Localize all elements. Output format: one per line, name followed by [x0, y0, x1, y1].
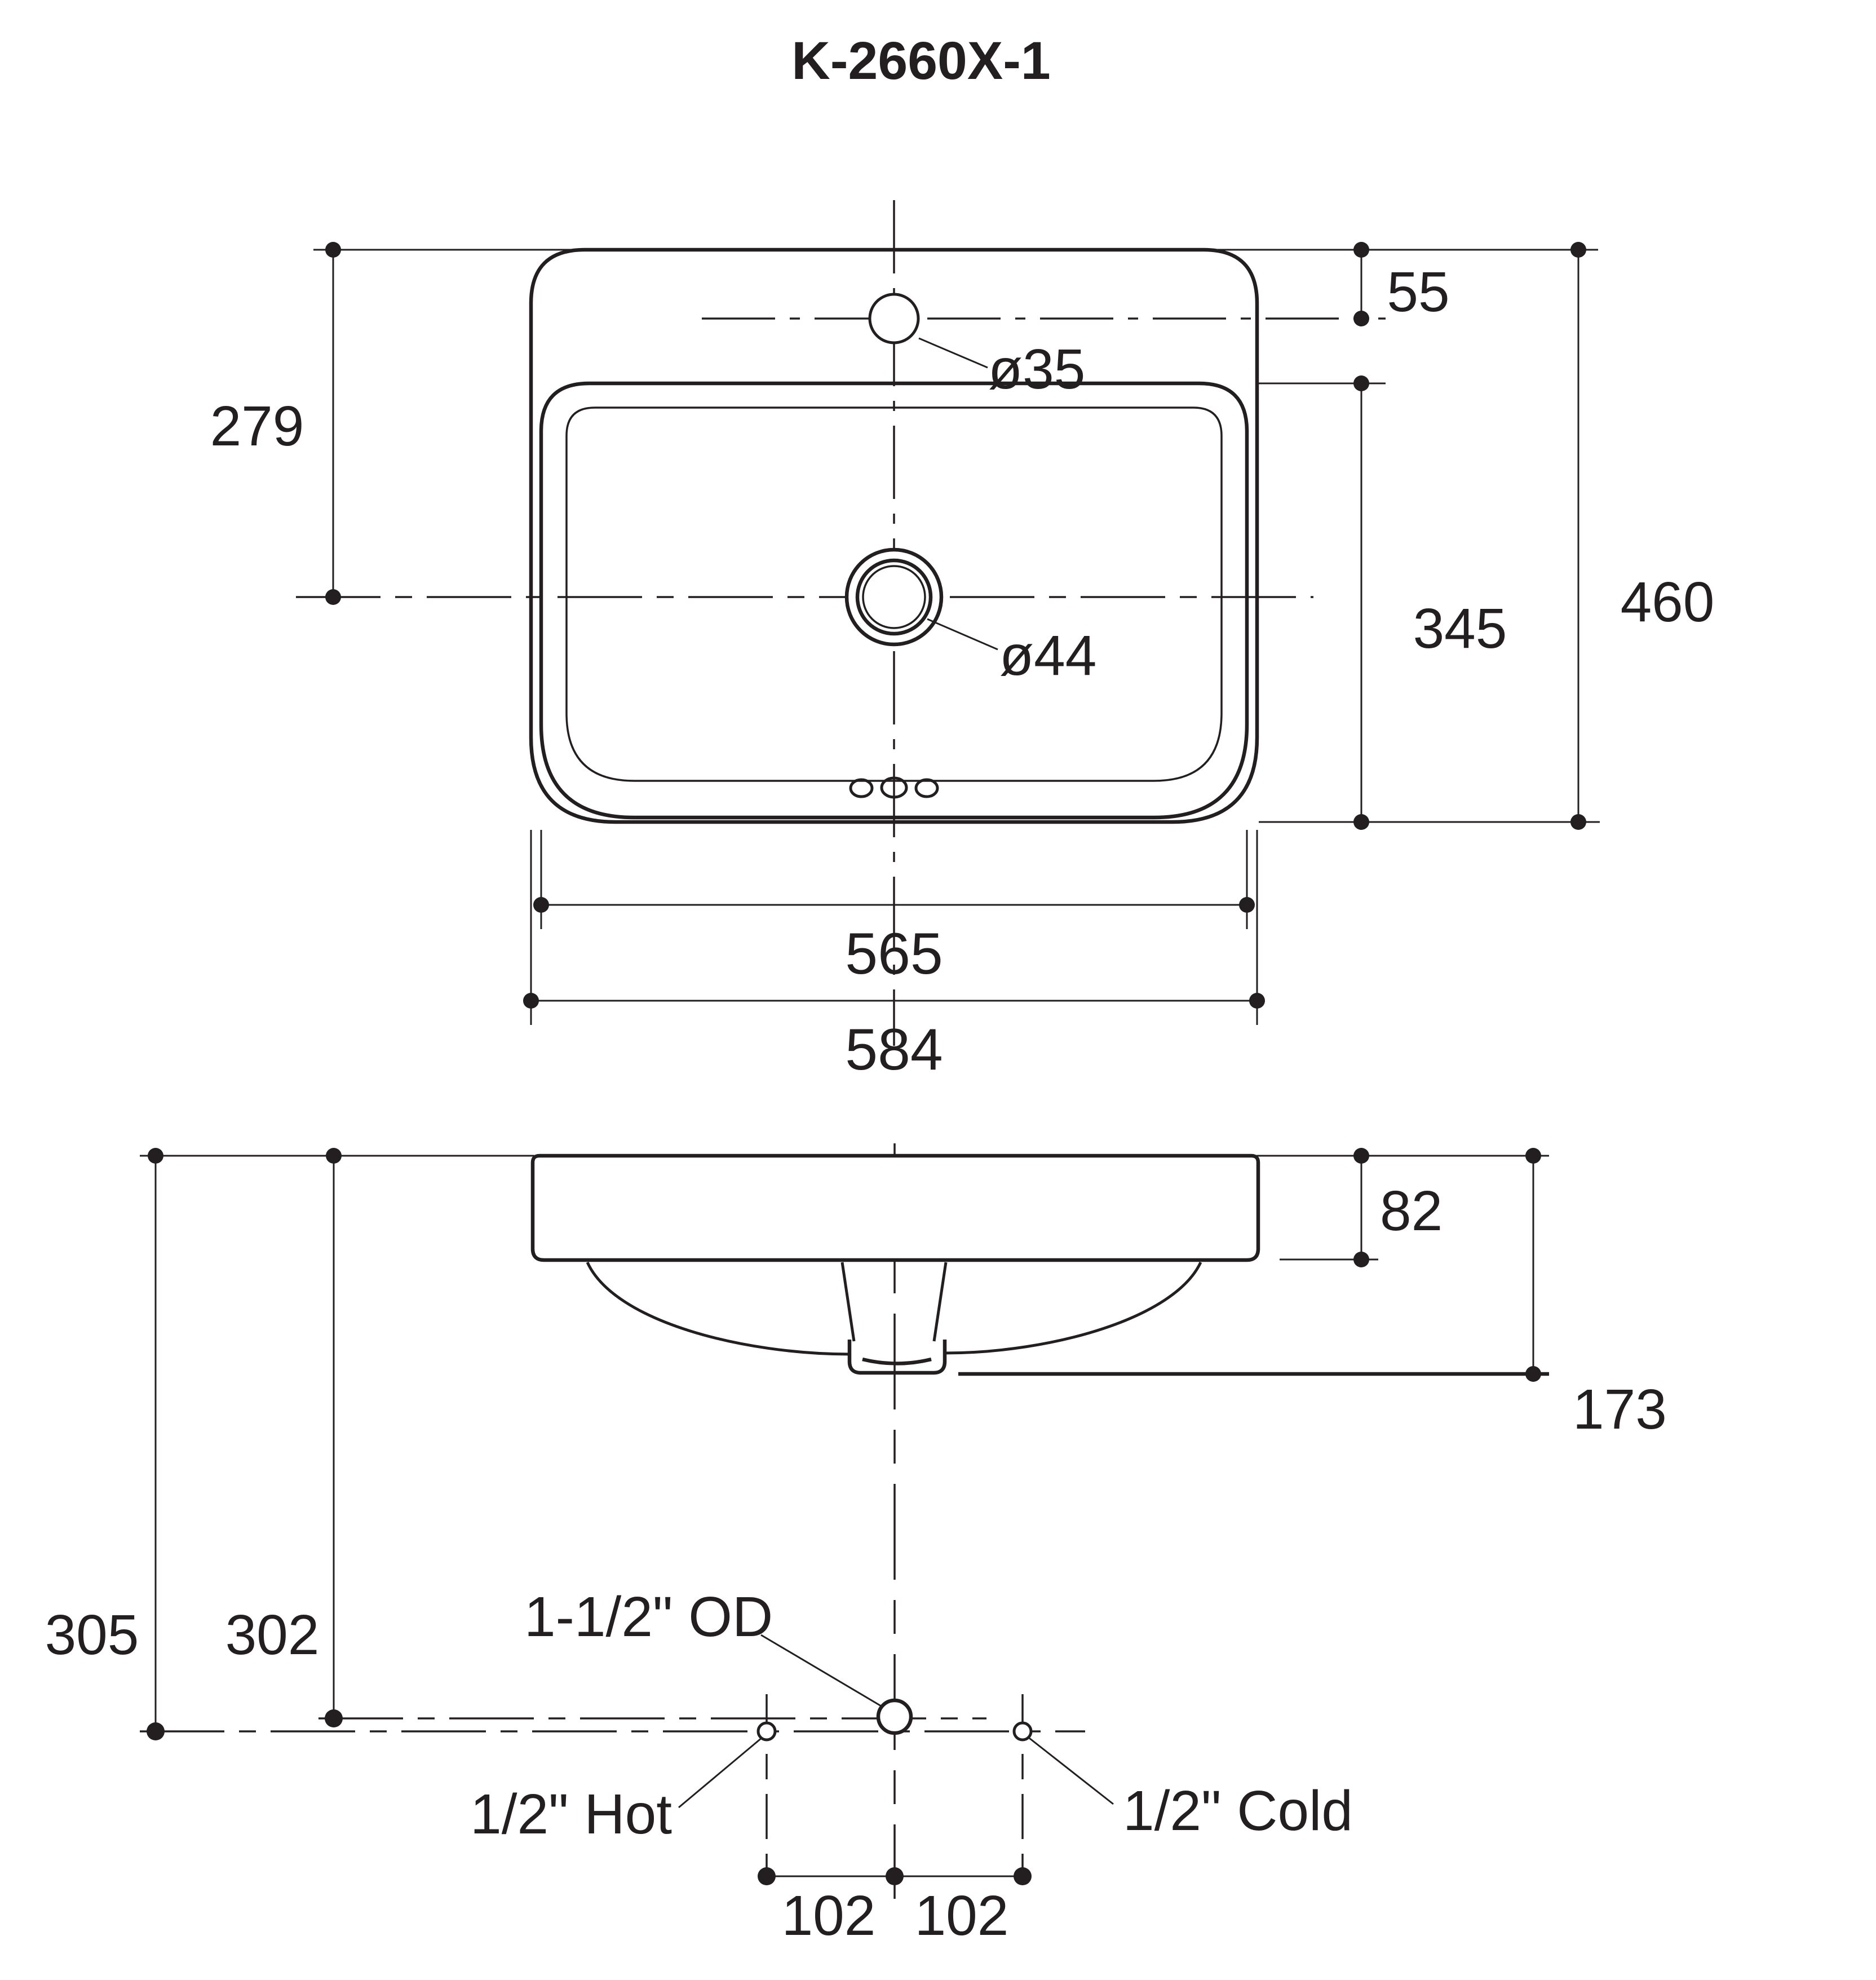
faucet-hole-dia-label: ø35: [988, 338, 1085, 401]
basin-inner-rim: [565, 406, 1223, 782]
dim-345-dot-top: [1353, 375, 1369, 391]
dim-173: 173: [958, 1148, 1667, 1441]
drain-inner-circle: [862, 565, 926, 629]
leader-hot: [678, 1736, 763, 1809]
drain-mid-circle: [855, 558, 933, 636]
tailpiece-cup-inner: [862, 1357, 932, 1365]
front-view: 82 173 305 302: [45, 1143, 1667, 1947]
dim-460-dot-bottom: [1570, 814, 1586, 830]
outlet-label: 1-1/2" OD: [524, 1585, 773, 1648]
hot-supply-circle: [756, 1721, 777, 1742]
dim-565-dot-right: [1239, 897, 1255, 913]
dim-302-dot-top: [326, 1148, 342, 1164]
tailpiece-wall-right: [932, 1262, 948, 1342]
dim-565: 565: [533, 830, 1255, 987]
drain-hole: [844, 547, 944, 647]
dim-584-value: 584: [845, 1017, 943, 1082]
dim-279-dot-bottom: [325, 589, 341, 605]
cold-supply-circle: [1012, 1721, 1033, 1742]
drain-flange-circle: [844, 547, 944, 647]
dim-279: 279: [210, 242, 341, 605]
top-view: 279 55 345 460 ø35 ø44: [210, 200, 1714, 1082]
dim-345-value: 345: [1413, 597, 1507, 660]
tailpiece-cup: [847, 1340, 947, 1375]
drain-tailpiece: [840, 1262, 948, 1375]
dim-302-value: 302: [225, 1603, 320, 1667]
dim-584-dot-left: [523, 993, 539, 1009]
dim-279-value: 279: [210, 395, 304, 458]
dim-173-dot-bottom: [1525, 1366, 1541, 1382]
leader-outlet: [760, 1634, 882, 1707]
faucet-hole: [868, 293, 920, 344]
tailpiece-wall-left: [840, 1262, 856, 1342]
dim-460-dot-top: [1570, 242, 1586, 258]
dim-82-value: 82: [1380, 1179, 1443, 1243]
dim-305-dot-top: [148, 1148, 163, 1164]
overflow-hole-center: [880, 776, 908, 799]
dim-305: 305: [45, 1148, 165, 1740]
dim-82-dot-top: [1353, 1148, 1369, 1164]
dim-102-dot-right: [1014, 1867, 1032, 1885]
dim-345: 345: [1353, 375, 1507, 830]
bowl-curve-left: [586, 1261, 851, 1356]
overflow-hole-right: [914, 778, 939, 798]
dim-302: 302: [225, 1148, 343, 1727]
dim-305-value: 305: [45, 1603, 139, 1667]
dim-460-value: 460: [1621, 571, 1715, 634]
dim-345-dot-bottom: [1353, 814, 1369, 830]
overflow-hole-left: [849, 778, 874, 798]
dim-102-dot-center: [886, 1867, 904, 1885]
dim-55-dot-bottom: [1353, 311, 1369, 326]
dim-55: 55: [1353, 242, 1450, 326]
dim-82-dot-bottom: [1353, 1252, 1369, 1267]
dim-102-dot-left: [758, 1867, 776, 1885]
dim-279-dot-top: [325, 242, 341, 258]
dim-460: 460: [1570, 242, 1714, 830]
dim-584-dot-right: [1249, 993, 1265, 1009]
dim-102-right-value: 102: [915, 1884, 1009, 1947]
leader-cold: [1029, 1737, 1114, 1805]
dim-82: 82: [1280, 1148, 1443, 1267]
dim-173-dot-top: [1525, 1148, 1541, 1164]
dim-584: 584: [523, 830, 1265, 1082]
leader-drain-dia: [927, 618, 998, 651]
overflow-holes: [849, 776, 939, 799]
dim-173-value: 173: [1573, 1378, 1667, 1441]
dim-55-value: 55: [1387, 260, 1449, 324]
dim-102-left-value: 102: [782, 1884, 876, 1947]
bowl-curve-right: [944, 1261, 1202, 1355]
dim-55-dot-top: [1353, 242, 1369, 258]
leader-faucet-dia: [918, 337, 988, 369]
hot-label: 1/2" Hot: [470, 1783, 672, 1846]
drain-outlet-circle: [876, 1698, 913, 1735]
deck-profile: [530, 1153, 1260, 1262]
cold-label: 1/2" Cold: [1123, 1779, 1353, 1842]
dim-305-dot-bottom: [147, 1722, 165, 1740]
drawing-title: K-2660X-1: [791, 31, 1050, 91]
dim-565-value: 565: [845, 921, 943, 987]
dim-565-dot-left: [533, 897, 549, 913]
dim-302-dot-bottom: [325, 1709, 343, 1727]
dim-102-spread: 102 102: [758, 1867, 1032, 1947]
drain-dia-label: ø44: [999, 624, 1096, 687]
